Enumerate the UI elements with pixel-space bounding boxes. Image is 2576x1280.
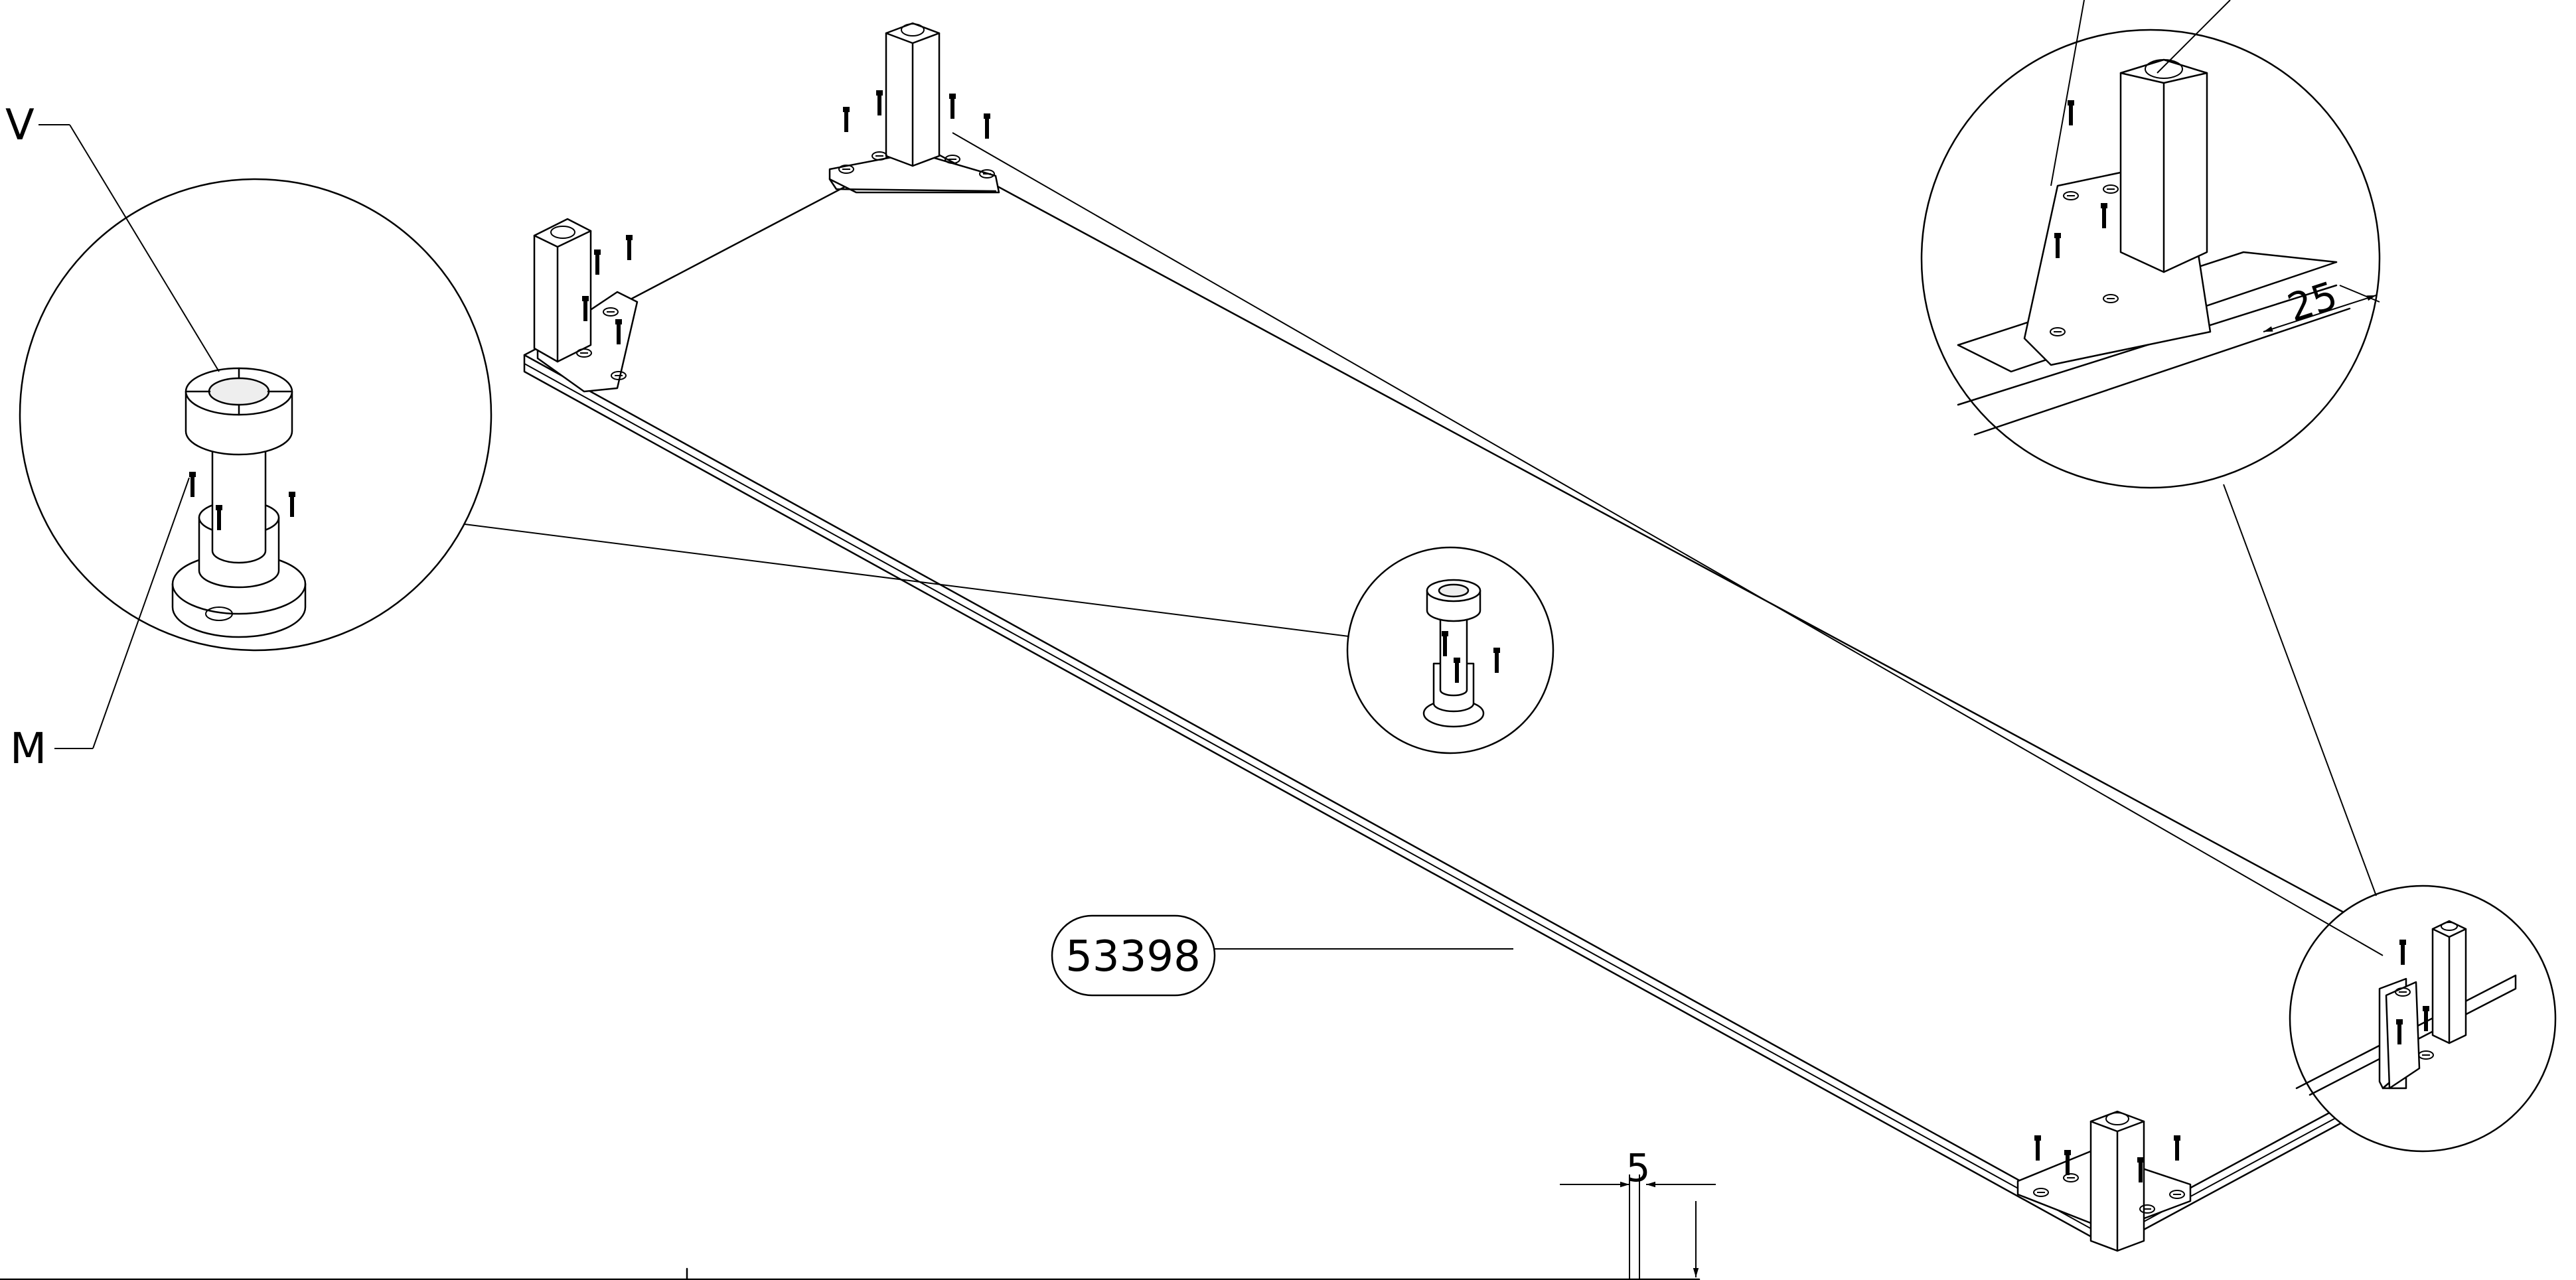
label-m: M — [10, 725, 46, 774]
detail-circle-middle — [1346, 546, 1554, 754]
leg-back — [828, 22, 1000, 194]
leg-front-left — [533, 218, 639, 393]
dim-5: 5 — [1560, 1145, 1716, 1280]
detail-circle-left — [19, 178, 492, 652]
leg-front-right — [2016, 1110, 2192, 1252]
callout-m: M — [10, 477, 190, 774]
part-callout: 53398 — [1051, 914, 1513, 997]
part-number-label: 53398 — [1065, 932, 1201, 981]
detail-circle-top-right: 25 — [1920, 29, 2381, 489]
callout-v: V — [5, 101, 220, 372]
title-block-edge — [0, 1267, 1701, 1280]
detail-circle-right-small — [2289, 885, 2557, 1153]
label-v: V — [5, 101, 35, 150]
